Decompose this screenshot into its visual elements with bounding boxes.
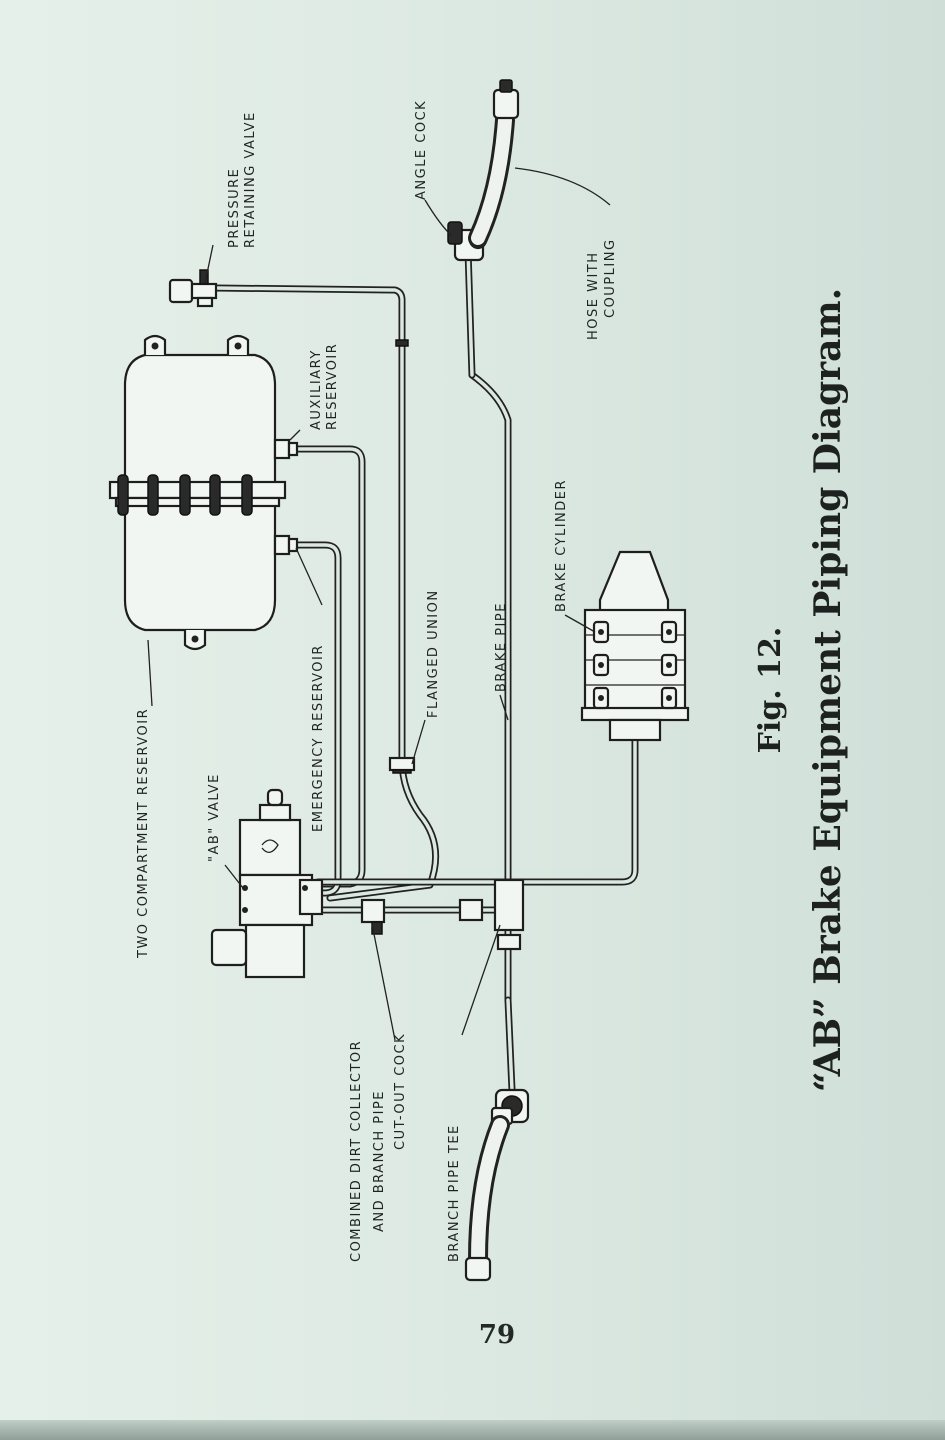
label-hose-with: HOSE WITH bbox=[586, 251, 601, 340]
labels: PRESSURE RETAINING VALVE ANGLE COCK HOSE… bbox=[136, 100, 618, 1262]
label-dirt-collector-2: AND BRANCH PIPE bbox=[372, 1090, 387, 1232]
label-emergency-reservoir: EMERGENCY RESERVOIR bbox=[311, 644, 326, 832]
pressure-retaining-valve bbox=[168, 269, 218, 308]
label-reservoir: RESERVOIR bbox=[325, 343, 340, 430]
upper-hose-with-coupling bbox=[468, 79, 520, 248]
dirt-collector-cutout-cock bbox=[360, 898, 484, 935]
label-branch-pipe-tee: BRANCH PIPE TEE bbox=[447, 1124, 462, 1262]
label-dirt-collector-1: COMBINED DIRT COLLECTOR bbox=[349, 1040, 364, 1262]
branch-pipe-tee bbox=[493, 878, 525, 951]
label-pressure: PRESSURE bbox=[227, 168, 242, 248]
auxiliary-reservoir-pipe bbox=[291, 445, 366, 888]
label-brake-pipe: BRAKE PIPE bbox=[494, 602, 509, 692]
lower-hose-with-coupling bbox=[464, 1115, 510, 1282]
label-ab-valve: "AB" VALVE bbox=[207, 773, 222, 862]
label-two-compartment-reservoir: TWO COMPARTMENT RESERVOIR bbox=[136, 708, 151, 959]
label-flanged-union: FLANGED UNION bbox=[426, 589, 441, 718]
label-dirt-collector-3: CUT-OUT COCK bbox=[393, 1033, 408, 1150]
lower-angle-cock bbox=[490, 1088, 530, 1126]
label-brake-cylinder: BRAKE CYLINDER bbox=[554, 479, 569, 612]
brake-cylinder bbox=[580, 550, 690, 742]
figure-number: Fig. 12. bbox=[753, 627, 788, 754]
label-coupling: COUPLING bbox=[603, 238, 618, 318]
brake-cylinder-pipe bbox=[314, 736, 639, 886]
label-auxiliary: AUXILIARY bbox=[309, 349, 324, 430]
ab-valve bbox=[210, 788, 324, 979]
page-number: 79 bbox=[479, 1320, 515, 1350]
figure-title: “AB” Brake Equipment Piping Diagram. bbox=[807, 288, 849, 1092]
leader-lines bbox=[147, 167, 611, 1041]
flanged-union bbox=[388, 756, 416, 774]
two-compartment-reservoir bbox=[108, 334, 299, 651]
label-angle-cock: ANGLE COCK bbox=[414, 100, 429, 200]
pipes bbox=[211, 246, 639, 1094]
page-bottom-edge bbox=[0, 1420, 945, 1440]
label-retaining-valve: RETAINING VALVE bbox=[243, 111, 258, 248]
